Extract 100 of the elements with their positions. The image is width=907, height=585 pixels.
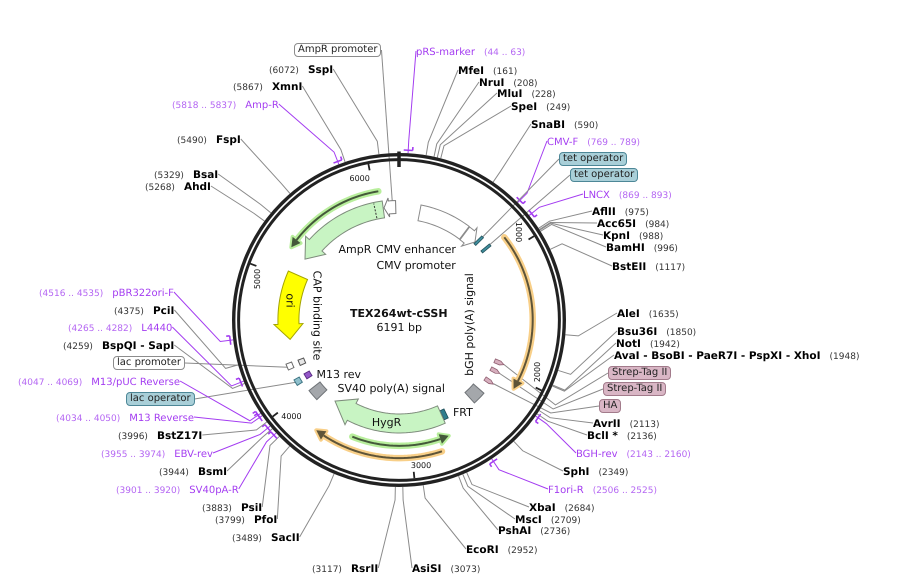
primer-name: L4440 xyxy=(141,322,172,334)
enzyme-name: BsmI xyxy=(198,466,228,478)
enzyme-name: BspQI - SapI xyxy=(102,340,174,352)
leader-line xyxy=(552,342,616,391)
feature-marker xyxy=(473,235,485,246)
feature-marker xyxy=(285,361,296,372)
enzyme-name: BstZ17I xyxy=(156,430,202,442)
feature-label: AmpR xyxy=(338,243,372,256)
leader-line xyxy=(174,310,239,369)
feature-label: HA xyxy=(599,399,622,413)
feature-label: FRT xyxy=(452,406,473,419)
feature-marker xyxy=(483,376,494,385)
cut-position: (4259) xyxy=(63,342,93,352)
feature-label: bGH poly(A) signal xyxy=(462,273,476,376)
leader-line xyxy=(194,382,296,400)
primer-range: (869 .. 893) xyxy=(618,190,672,200)
cut-position: (5867) xyxy=(233,82,263,92)
leader-line xyxy=(489,174,570,246)
cut-position: (6072) xyxy=(269,66,299,76)
tick-label: 1000 xyxy=(513,222,524,243)
leader-line xyxy=(538,210,592,229)
enzyme-name: AhdI xyxy=(184,180,211,192)
cut-position: (1948) xyxy=(830,352,860,362)
cut-position: (2709) xyxy=(550,516,581,526)
enzyme-name: RsrII xyxy=(350,562,378,574)
primer-range: (4034 .. 4050) xyxy=(56,414,120,424)
feature-label: tet operator xyxy=(570,168,638,182)
enzyme-name: SnaBI xyxy=(531,118,566,130)
leader-line xyxy=(462,474,516,520)
cut-position: (590) xyxy=(574,120,598,130)
cut-position: (2113) xyxy=(630,420,660,430)
tick-label: 5000 xyxy=(253,268,263,290)
leader-line xyxy=(426,70,458,156)
cut-position: (249) xyxy=(546,102,570,112)
leader-line xyxy=(212,424,272,454)
cut-position: (2349) xyxy=(598,468,628,478)
leader-line xyxy=(503,364,608,406)
leader-line xyxy=(552,354,614,392)
enzyme-name: EcoRI xyxy=(466,544,499,556)
leader-line xyxy=(262,436,280,508)
enzyme-name: NruI xyxy=(479,76,504,88)
enzyme-name: PciI xyxy=(152,304,174,316)
leader-line xyxy=(513,440,564,472)
leader-line xyxy=(302,86,346,162)
cut-position: (984) xyxy=(645,220,670,230)
enzyme-name: MscI xyxy=(515,514,542,526)
leader-line xyxy=(558,330,618,375)
leader-line xyxy=(202,422,268,436)
leader-line xyxy=(278,104,343,165)
primer-range: (2506 .. 2525) xyxy=(592,486,657,496)
enzyme-name: MluI xyxy=(497,88,522,100)
enzyme-name: Acc65I xyxy=(597,218,636,230)
feature-label: Strep-Tag II xyxy=(608,366,672,380)
leader-line xyxy=(538,410,594,424)
leader-line xyxy=(276,446,290,520)
feature-label: CMV promoter xyxy=(376,259,456,272)
enzyme-name: NotI xyxy=(616,338,641,350)
orf-band xyxy=(348,431,452,450)
leader-line xyxy=(210,186,265,222)
primer-range: (5818 .. 5837) xyxy=(172,100,236,110)
leader-line xyxy=(402,50,416,154)
cut-position: (3489) xyxy=(232,534,262,544)
cut-position: (2736) xyxy=(540,526,570,536)
leader-line xyxy=(194,412,264,424)
cut-position: (1942) xyxy=(650,340,680,350)
leader-line xyxy=(226,428,273,472)
leader-line xyxy=(434,82,480,158)
leader-line xyxy=(436,92,498,158)
feature-marker xyxy=(488,366,501,374)
primer-range: (2143 .. 2160) xyxy=(626,450,691,460)
feature-label: CMV enhancer xyxy=(376,243,456,256)
cut-position: (996) xyxy=(654,244,678,254)
leader-line xyxy=(240,138,290,194)
primer-name: pBR322ori-F xyxy=(112,288,174,298)
enzyme-name: PsiI xyxy=(240,502,262,514)
enzyme-name: BclI * xyxy=(587,430,618,442)
enzyme-name: MfeI xyxy=(458,64,484,76)
feature-band xyxy=(383,197,398,218)
leader-line xyxy=(380,50,393,202)
cut-position: (3996) xyxy=(118,432,148,442)
leader-line xyxy=(488,458,548,490)
cut-position: (988) xyxy=(639,232,664,242)
primer-name: CMV-F xyxy=(547,136,578,148)
feature-label: HygR xyxy=(372,416,402,430)
leader-line xyxy=(492,124,532,183)
cut-position: (1850) xyxy=(666,328,696,338)
primer-name: SV40pA-R xyxy=(189,484,239,496)
enzyme-name: BstEII xyxy=(612,260,646,272)
enzyme-name: PshAI xyxy=(498,524,532,536)
leader-line xyxy=(440,106,512,159)
cut-position: (1117) xyxy=(655,262,686,272)
leader-line xyxy=(538,222,598,230)
leader-line xyxy=(174,344,246,389)
primer-name: EBV-rev xyxy=(174,448,213,460)
cut-position: (3117) xyxy=(312,564,342,574)
plasmid-name: TEX264wt-cSSH xyxy=(350,306,448,320)
orf-band xyxy=(312,426,445,462)
leader-line xyxy=(539,222,604,236)
cut-position: (975) xyxy=(624,208,649,218)
leader-line xyxy=(422,484,466,550)
